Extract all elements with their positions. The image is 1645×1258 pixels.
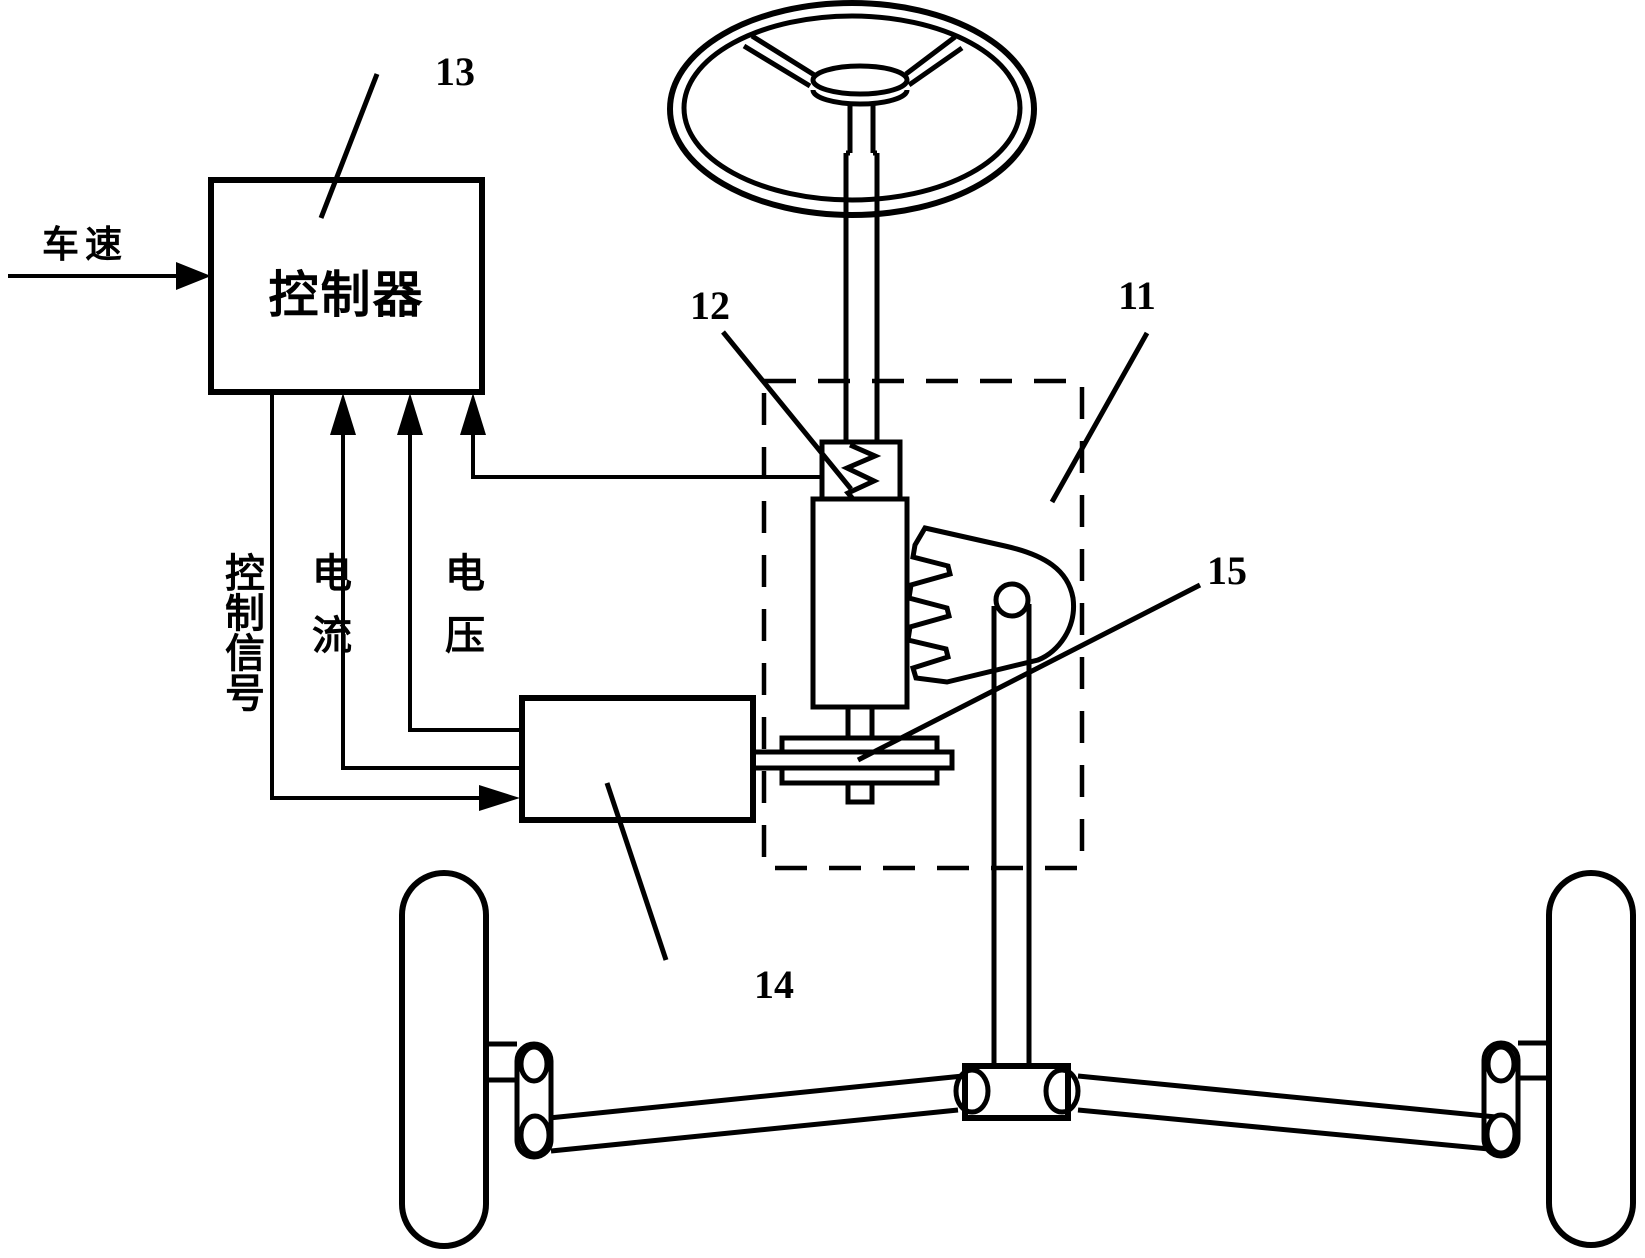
- left-wheel: [399, 870, 489, 1249]
- right-wheel: [1546, 870, 1636, 1248]
- tie-rods: [548, 1073, 1497, 1154]
- worm-gear-housing: [905, 525, 1077, 685]
- left-tie-rod-top: [548, 1073, 964, 1121]
- right-knuckle: [1481, 1040, 1549, 1159]
- center-link: [953, 1063, 1081, 1121]
- torque-sensor-wire: [471, 433, 822, 479]
- voltage-label: 电压: [439, 552, 483, 676]
- controller-box: [208, 177, 485, 395]
- controller-label: 控制器: [268, 267, 425, 323]
- vehicle-speed-arrowhead-icon: [176, 262, 211, 290]
- ref-numeral-15: 15: [1207, 548, 1247, 593]
- steering-wheel: [667, 0, 1037, 218]
- steering-wheel-hub-bottom: [810, 89, 910, 107]
- right-tie-rod-bottom: [1077, 1107, 1490, 1152]
- vehicle-speed-label: 车速: [42, 224, 128, 265]
- ref-numeral-13: 13: [435, 49, 475, 94]
- voltage-wire: [408, 433, 522, 732]
- steering-column: [843, 102, 880, 442]
- torque-sensor-spring-icon: [840, 442, 882, 501]
- control-signal-label: 控制信号: [219, 552, 263, 712]
- leader-line-15: [856, 582, 1202, 763]
- ref-numeral-14: 14: [754, 962, 794, 1007]
- leader-line-11: [1049, 331, 1150, 504]
- right-tie-rod-top: [1077, 1073, 1497, 1120]
- left-tie-rod-bottom: [550, 1107, 959, 1154]
- spoke-left-b: [742, 43, 812, 89]
- ref-numeral-12: 12: [690, 283, 730, 328]
- leader-line-14: [604, 782, 669, 961]
- current-label: 电流: [306, 552, 350, 676]
- assembly-dashed-boundary: [761, 378, 1085, 871]
- voltage-arrowhead-icon: [397, 393, 423, 435]
- current-arrowhead-icon: [330, 393, 356, 435]
- steering-wheel-rim-outer: [667, 0, 1037, 218]
- leader-line-12: [721, 330, 853, 491]
- spoke-right-a: [904, 35, 957, 76]
- torque-arrowhead-icon: [460, 393, 486, 435]
- steering-wheel-hub: [810, 63, 910, 97]
- control-signal-arrowhead-icon: [479, 785, 520, 811]
- left-knuckle: [486, 1041, 554, 1160]
- pitman-arm-pin: [993, 581, 1031, 619]
- motor-box: [519, 695, 756, 823]
- spoke-left-a: [750, 33, 818, 79]
- leader-line-13: [318, 73, 380, 219]
- current-wire: [341, 433, 522, 770]
- steering-wheel-rim-inner: [681, 13, 1023, 203]
- ref-numeral-11: 11: [1118, 273, 1156, 318]
- coupling: [750, 707, 955, 805]
- spoke-right-b: [907, 45, 964, 88]
- control-signal-wire: [270, 392, 480, 800]
- steering-gear-body: [810, 496, 910, 710]
